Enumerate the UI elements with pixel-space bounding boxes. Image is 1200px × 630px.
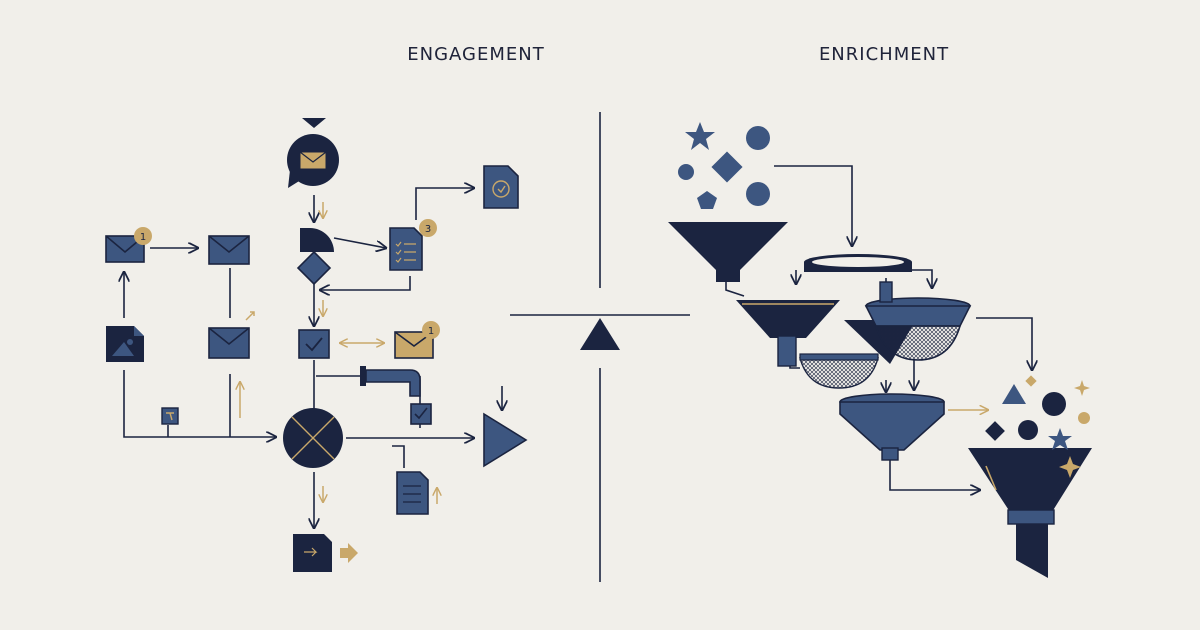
star-shape-icon bbox=[1048, 428, 1072, 450]
enrichment-flow bbox=[668, 122, 1092, 578]
tag-icon bbox=[161, 407, 179, 425]
envelope-icon bbox=[208, 235, 250, 265]
circle-shape-icon bbox=[1018, 420, 1038, 440]
output-funnel-icon bbox=[968, 448, 1092, 578]
pentagon-shape-icon bbox=[697, 191, 717, 209]
sieve-icon bbox=[864, 281, 972, 361]
enrichment-heading: ENRICHMENT bbox=[818, 44, 950, 65]
notification-badge: 1 bbox=[422, 321, 440, 339]
star-shape-icon bbox=[685, 122, 715, 150]
decision-diamond-icon bbox=[296, 228, 334, 286]
engagement-flow: 1 bbox=[105, 118, 528, 572]
circle-shape-icon bbox=[678, 164, 694, 180]
send-folder-icon bbox=[293, 534, 358, 572]
hub-circle-icon bbox=[283, 408, 343, 468]
funnel-icon bbox=[668, 222, 788, 282]
funnel-icon bbox=[839, 393, 945, 461]
strainer-icon bbox=[799, 353, 879, 389]
checkbox-icon bbox=[410, 403, 432, 425]
open-envelope-icon bbox=[208, 327, 250, 359]
pipe-icon bbox=[360, 366, 421, 397]
engagement-heading: ENGAGEMENT bbox=[407, 44, 545, 65]
message-bubble-icon bbox=[287, 118, 339, 188]
image-file-icon bbox=[106, 326, 144, 362]
sparkle-icon bbox=[1059, 456, 1081, 478]
diamond-shape-icon bbox=[985, 421, 1005, 441]
svg-text:1: 1 bbox=[428, 326, 434, 337]
svg-text:3: 3 bbox=[425, 224, 431, 235]
checklist-document-icon bbox=[389, 227, 423, 271]
checkbox-icon bbox=[298, 329, 330, 359]
triangle-shape-icon bbox=[1002, 384, 1026, 404]
scheduled-document-icon bbox=[483, 165, 519, 209]
notification-badge: 1 bbox=[134, 227, 152, 245]
funnel-icon bbox=[736, 300, 840, 367]
sparkle-icon bbox=[1074, 380, 1090, 396]
envelope-icon bbox=[394, 331, 434, 359]
play-triangle-icon bbox=[483, 412, 528, 468]
circle-shape-icon bbox=[746, 182, 770, 206]
svg-text:1: 1 bbox=[140, 232, 146, 243]
diamond-shape-icon bbox=[1025, 375, 1037, 387]
ring-funnel-icon bbox=[804, 254, 912, 272]
balance-triangle-icon bbox=[580, 318, 620, 350]
notification-badge: 3 bbox=[419, 219, 437, 237]
center-divider bbox=[510, 112, 690, 582]
square-shape-icon bbox=[711, 151, 743, 183]
circle-shape-icon bbox=[1078, 412, 1090, 424]
circle-shape-icon bbox=[1042, 392, 1066, 416]
document-icon bbox=[396, 471, 429, 515]
circle-shape-icon bbox=[746, 126, 770, 150]
